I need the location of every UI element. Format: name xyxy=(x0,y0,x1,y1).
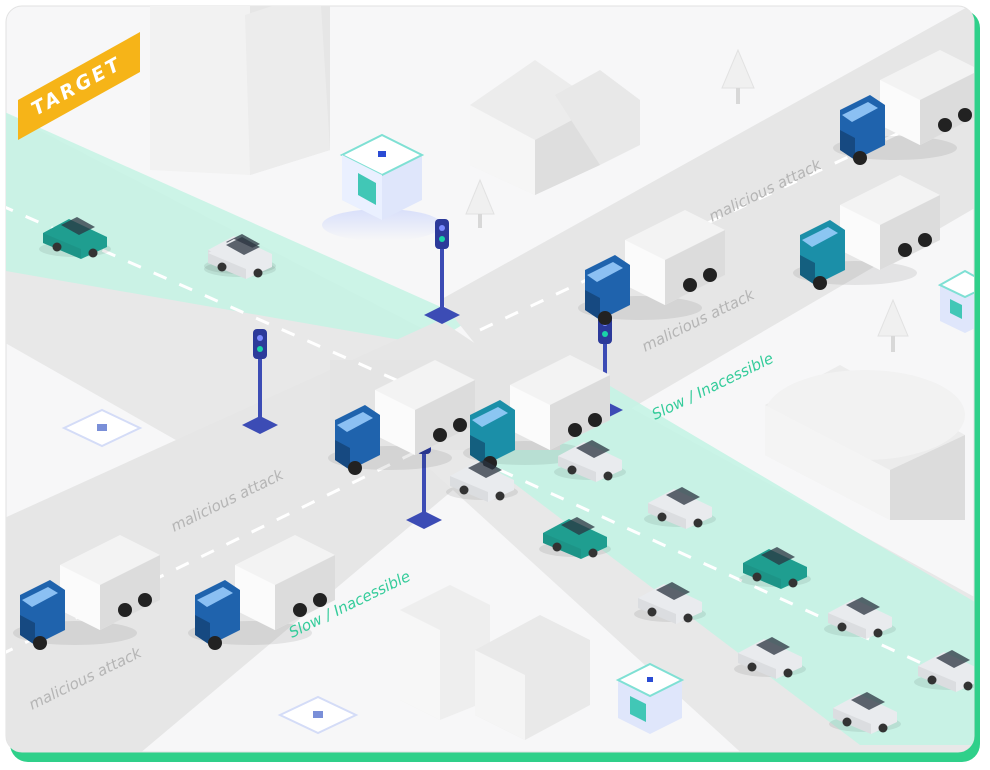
car-white-8 xyxy=(914,650,974,692)
car-white-9 xyxy=(829,692,901,734)
green-lane-left xyxy=(6,110,470,345)
trees xyxy=(465,48,909,352)
truck-1 xyxy=(833,50,974,165)
car-white-5 xyxy=(634,582,706,624)
buildings-bottom xyxy=(400,585,590,740)
truck-4 xyxy=(328,360,475,475)
truck-2 xyxy=(578,210,725,325)
car-white-2 xyxy=(446,460,518,502)
chip-bottom xyxy=(277,695,359,735)
server-node-bottom xyxy=(615,662,685,734)
car-white-7 xyxy=(734,637,806,679)
car-white-3 xyxy=(554,440,626,482)
buildings-top-left xyxy=(150,6,330,175)
car-white-6 xyxy=(824,597,896,639)
traffic-light-north xyxy=(424,219,460,324)
server-node-top xyxy=(322,133,442,241)
houses-center xyxy=(470,60,640,195)
truck-5 xyxy=(463,355,610,470)
car-teal-3 xyxy=(739,547,811,589)
truck-3 xyxy=(793,175,940,290)
truck-6 xyxy=(13,535,160,650)
car-white-10 xyxy=(204,237,276,279)
car-teal-2 xyxy=(539,517,611,559)
traffic-light-west xyxy=(242,329,278,434)
car-white-4 xyxy=(644,487,716,529)
truck-7 xyxy=(188,535,335,650)
server-node-right xyxy=(937,269,974,333)
chip-left xyxy=(61,408,143,448)
warehouse-right xyxy=(765,365,965,520)
car-teal-1 xyxy=(39,217,111,259)
vehicles xyxy=(13,50,974,734)
lane-markings xyxy=(6,93,974,692)
